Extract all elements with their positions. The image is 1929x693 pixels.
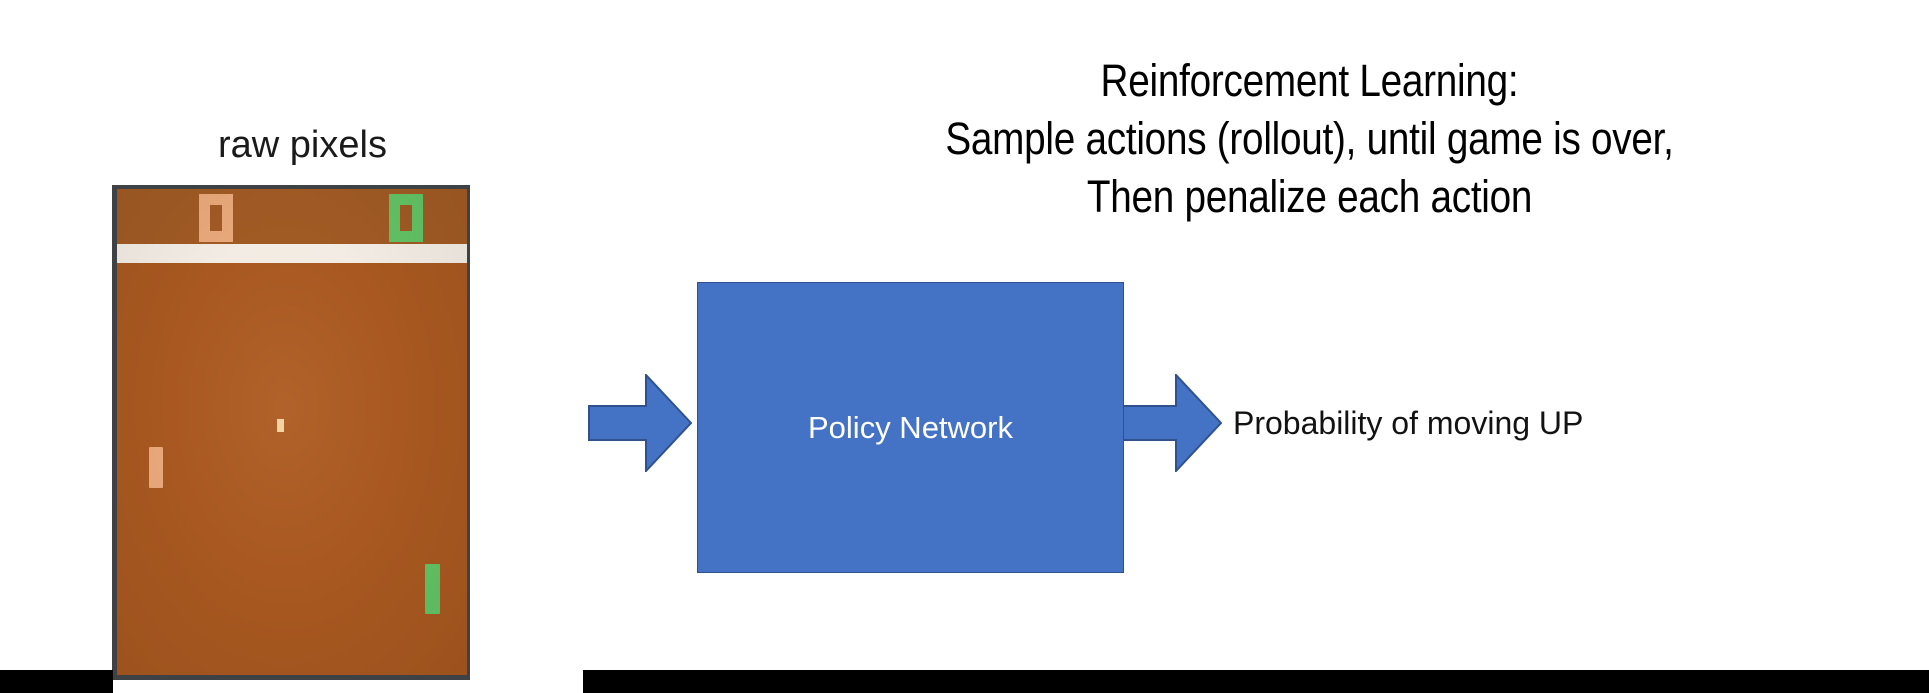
pong-right-paddle <box>425 564 440 614</box>
raw-pixels-label: raw pixels <box>218 124 387 166</box>
pong-playfield <box>117 263 467 675</box>
pong-divider-line <box>117 244 467 263</box>
pong-score-right <box>389 194 423 242</box>
output-label: Probability of moving UP <box>1233 405 1584 441</box>
slide-title: Reinforcement Learning: Sample actions (… <box>777 52 1843 226</box>
title-line-3: Then penalize each action <box>1086 171 1533 222</box>
policy-network-label: Policy Network <box>808 409 1013 445</box>
bottom-bar-left <box>0 670 113 693</box>
pong-screen <box>117 189 467 675</box>
title-line-2: Sample actions (rollout), until game is … <box>945 113 1674 164</box>
bottom-bar-right <box>583 670 1929 693</box>
title-line-1: Reinforcement Learning: <box>1100 55 1519 106</box>
pong-game-screenshot <box>112 185 470 680</box>
input-arrow <box>588 374 692 472</box>
output-arrow <box>1118 374 1222 472</box>
policy-network-box: Policy Network <box>697 282 1124 573</box>
pong-ball <box>277 419 284 432</box>
pong-left-paddle <box>149 447 163 488</box>
pong-score-left <box>199 194 233 242</box>
